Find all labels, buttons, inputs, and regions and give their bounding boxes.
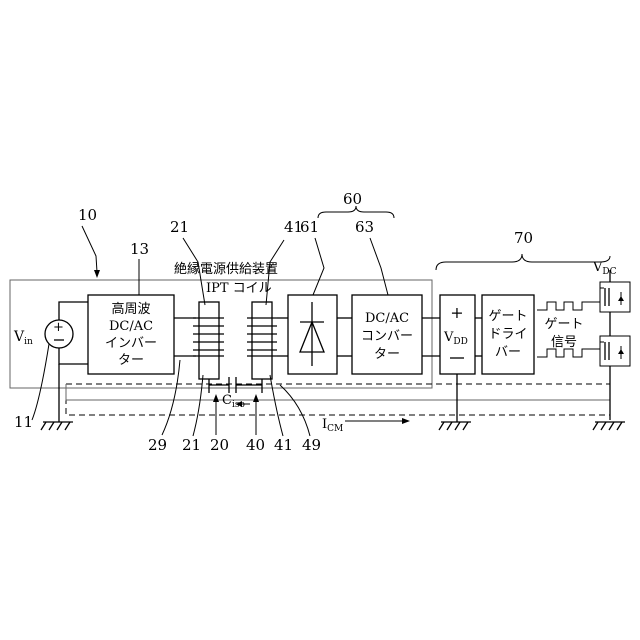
gate-driver-line-3: バー [495, 345, 521, 360]
common-mode-path-inner [66, 384, 610, 400]
inverter-line-3: インバー [105, 336, 157, 351]
source-plus: + [53, 320, 64, 335]
converter-line-2: コンバー [361, 329, 413, 344]
title-label: 絶縁電源供給装置 [174, 261, 278, 277]
ground-icon-middle [439, 374, 471, 430]
ref-40: 40 [246, 436, 265, 454]
vdc-label: VDC [592, 260, 617, 277]
converter-line-3: ター [374, 347, 400, 362]
ref-20: 20 [210, 436, 229, 454]
ref-29: 29 [148, 436, 167, 454]
brace-60 [318, 206, 394, 218]
brace-70 [436, 254, 610, 270]
ref-61: 61 [300, 218, 319, 236]
gate-driver-line-1: ゲート [488, 309, 527, 324]
icm-label: ICM [322, 417, 343, 434]
ref-13: 13 [130, 240, 149, 258]
ground-icon-left [41, 415, 73, 430]
vdd-plus: + [450, 303, 463, 322]
ref-11: 11 [14, 413, 33, 431]
secondary-coil [252, 302, 272, 379]
primary-coil [199, 302, 219, 379]
converter-line-1: DC/AC [365, 311, 409, 326]
ref-10: 10 [78, 206, 97, 224]
inverter-line-1: 高周波 [111, 301, 150, 317]
gate-signal-line-1: ゲート [544, 317, 583, 332]
ref-49: 49 [302, 436, 321, 454]
ipt-coil-label: IPT コイル [206, 281, 272, 296]
inverter-line-2: DC/AC [109, 319, 153, 334]
ref-21-top: 21 [170, 218, 189, 236]
ref-60: 60 [343, 190, 362, 208]
gate-signal-line-2: 信号 [551, 335, 577, 350]
inverter-line-4: ター [118, 353, 144, 368]
ref-41-bottom: 41 [274, 436, 293, 454]
ref-70: 70 [514, 229, 533, 247]
ref-63: 63 [355, 218, 374, 236]
gate-pulse-bottom [537, 349, 590, 357]
ground-icon-right [593, 422, 625, 430]
ref-21-bottom: 21 [182, 436, 201, 454]
vin-label: Vin [13, 329, 33, 347]
gate-pulse-top [537, 302, 590, 310]
gate-driver-line-2: ドライ [488, 327, 527, 342]
